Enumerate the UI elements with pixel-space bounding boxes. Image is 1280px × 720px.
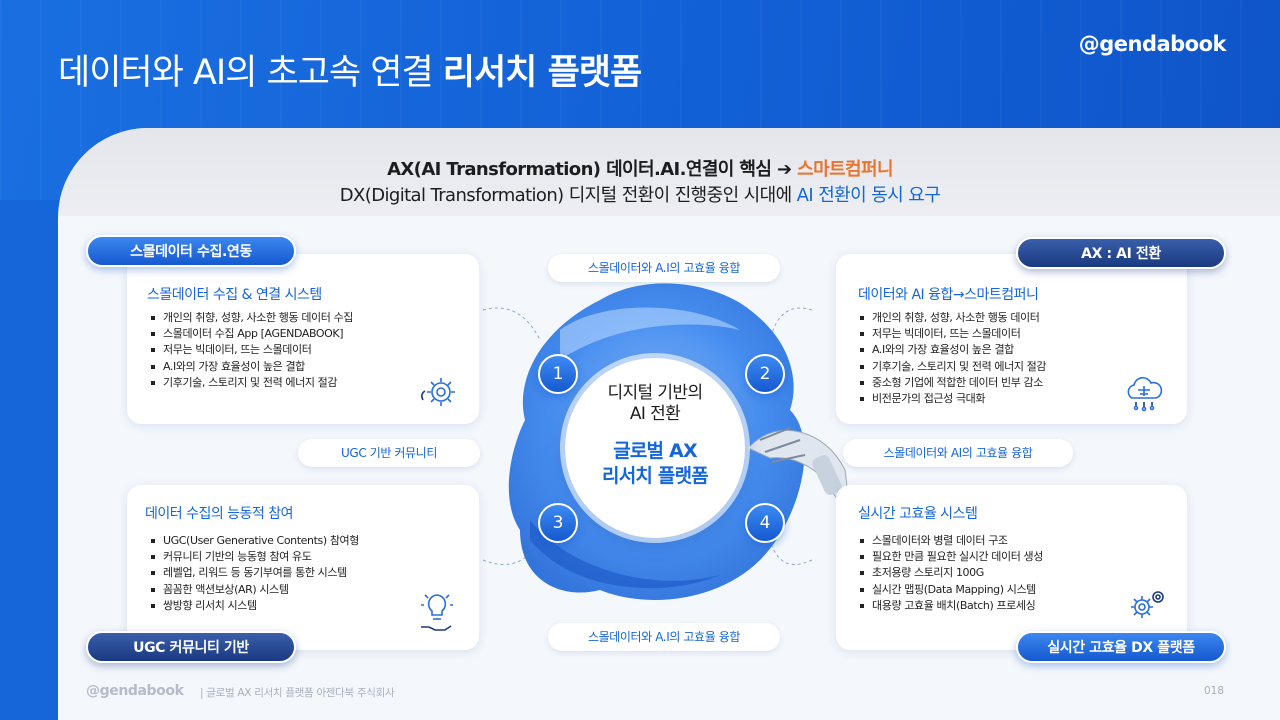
list-item: 기후기술, 스토리지 및 전력 에너지 절감	[149, 375, 353, 391]
connector-label-top: 스몰데이터와 A.I의 고효율 융합	[548, 254, 780, 282]
list-item: 커뮤니티 기반의 능동형 참여 유도	[149, 549, 359, 565]
list-item: A.I와의 가장 효율성이 높은 결합	[858, 342, 1046, 358]
list-item: 저무는 빅데이터, 뜨는 스몰데이터	[858, 326, 1046, 342]
list-item: 저무는 빅데이터, 뜨는 스몰데이터	[149, 342, 353, 358]
card-title: 데이터 수집의 능동적 참여	[145, 506, 294, 522]
list-item: 레벨업, 리워드 등 동기부여를 통한 시스템	[149, 565, 359, 581]
tag-ax-ai-transformation: AX : AI 전환	[1016, 237, 1226, 269]
card-bullet-list: 개인의 취향, 성향, 사소한 행동 데이터 저무는 빅데이터, 뜨는 스몰데이…	[858, 310, 1047, 407]
step-number-3: 3	[538, 503, 578, 543]
footer-company-text: | 글로벌 AX 리서치 플랫폼 아젠다북 주식회사	[200, 687, 395, 699]
card-active-participation: 데이터 수집의 능동적 참여 UGC(User Generative Conte…	[127, 485, 479, 650]
cloud-brain-icon	[1127, 377, 1163, 412]
list-item: 개인의 취향, 성향, 사소한 행동 데이터 수집	[149, 310, 353, 326]
list-item: 쌍방향 리서치 시스템	[149, 598, 359, 614]
step-number-2: 2	[745, 354, 785, 394]
card-title: 스몰데이터 수집 & 연결 시스템	[147, 287, 322, 303]
connector-label-left: UGC 기반 커뮤니티	[298, 439, 480, 467]
list-item: 대용량 고효율 배치(Batch) 프로세싱	[858, 598, 1043, 614]
subtitle-line-1: AX(AI Transformation) 데이터.AI.연결이 핵심 ➔ 스마…	[387, 159, 893, 180]
card-bullet-list: 개인의 취향, 성향, 사소한 행동 데이터 수집 스몰데이터 수집 App […	[149, 310, 353, 391]
list-item: 기후기술, 스토리지 및 전력 에너지 절감	[858, 359, 1047, 375]
page-title: 데이터와 AI의 초고속 연결 리서치 플랫폼	[58, 53, 642, 93]
card-bullet-list: 스몰데이터와 병렬 데이터 구조 필요한 만큼 필요한 실시간 데이터 생성 초…	[858, 533, 1043, 614]
gears-icon	[1131, 591, 1164, 618]
card-data-ai-fusion: 데이터와 AI 융합→스마트컴퍼니 개인의 취향, 성향, 사소한 행동 데이터…	[836, 254, 1187, 424]
step-number-1: 1	[538, 354, 578, 394]
list-item: 필요한 만큼 필요한 실시간 데이터 생성	[858, 549, 1043, 565]
list-item: 초저용량 스토리지 100G	[858, 565, 1043, 581]
list-item: 실시간 맵핑(Data Mapping) 시스템	[858, 582, 1043, 598]
subtitle-line-2: DX(Digital Transformation) 디지털 전환이 진행중인 …	[339, 185, 941, 206]
card-title: 데이터와 AI 융합→스마트컴퍼니	[858, 287, 1039, 303]
list-item: 개인의 취향, 성향, 사소한 행동 데이터	[858, 310, 1046, 326]
connector-label-bottom: 스몰데이터와 A.I의 고효율 융합	[548, 623, 780, 651]
tag-ugc-community: UGC 커뮤니티 기반	[86, 631, 296, 663]
list-item: A.I와의 가장 효율성이 높은 결합	[149, 359, 353, 375]
list-item: 스몰데이터 수집 App [AGENDABOOK]	[149, 326, 353, 342]
subtitle-band	[58, 128, 1280, 216]
step-number-4: 4	[745, 503, 785, 543]
card-realtime-system: 실시간 고효율 시스템 스몰데이터와 병렬 데이터 구조 필요한 만큼 필요한 …	[836, 485, 1187, 650]
list-item: 중소형 기업에 적합한 데이터 빈부 감소	[858, 375, 1046, 391]
tag-realtime-dx-platform: 실시간 고효율 DX 플랫폼	[1016, 631, 1226, 663]
page-number: 018	[1203, 685, 1224, 697]
footer-logo: @gendabook	[86, 683, 184, 699]
list-item: UGC(User Generative Contents) 참여형	[149, 533, 359, 549]
list-item: 비전문가의 접근성 극대화	[858, 391, 1046, 407]
list-item: 스몰데이터와 병렬 데이터 구조	[858, 533, 1043, 549]
brand-logo: @gendabook	[1078, 32, 1227, 56]
hand-lightbulb-icon	[421, 594, 453, 631]
list-item: 꼼꼼한 액션보상(AR) 시스템	[149, 582, 359, 598]
connector-label-right: 스몰데이터와 AI의 고효율 융합	[843, 439, 1073, 467]
card-bullet-list: UGC(User Generative Contents) 참여형 커뮤니티 기…	[149, 533, 359, 614]
tag-small-data-collection: 스몰데이터 수집.연동	[86, 235, 296, 267]
card-title: 실시간 고효율 시스템	[858, 506, 978, 522]
gear-lightbulb-icon	[421, 378, 455, 406]
card-small-data-collection: 스몰데이터 수집 & 연결 시스템 개인의 취향, 성향, 사소한 행동 데이터…	[127, 254, 479, 424]
